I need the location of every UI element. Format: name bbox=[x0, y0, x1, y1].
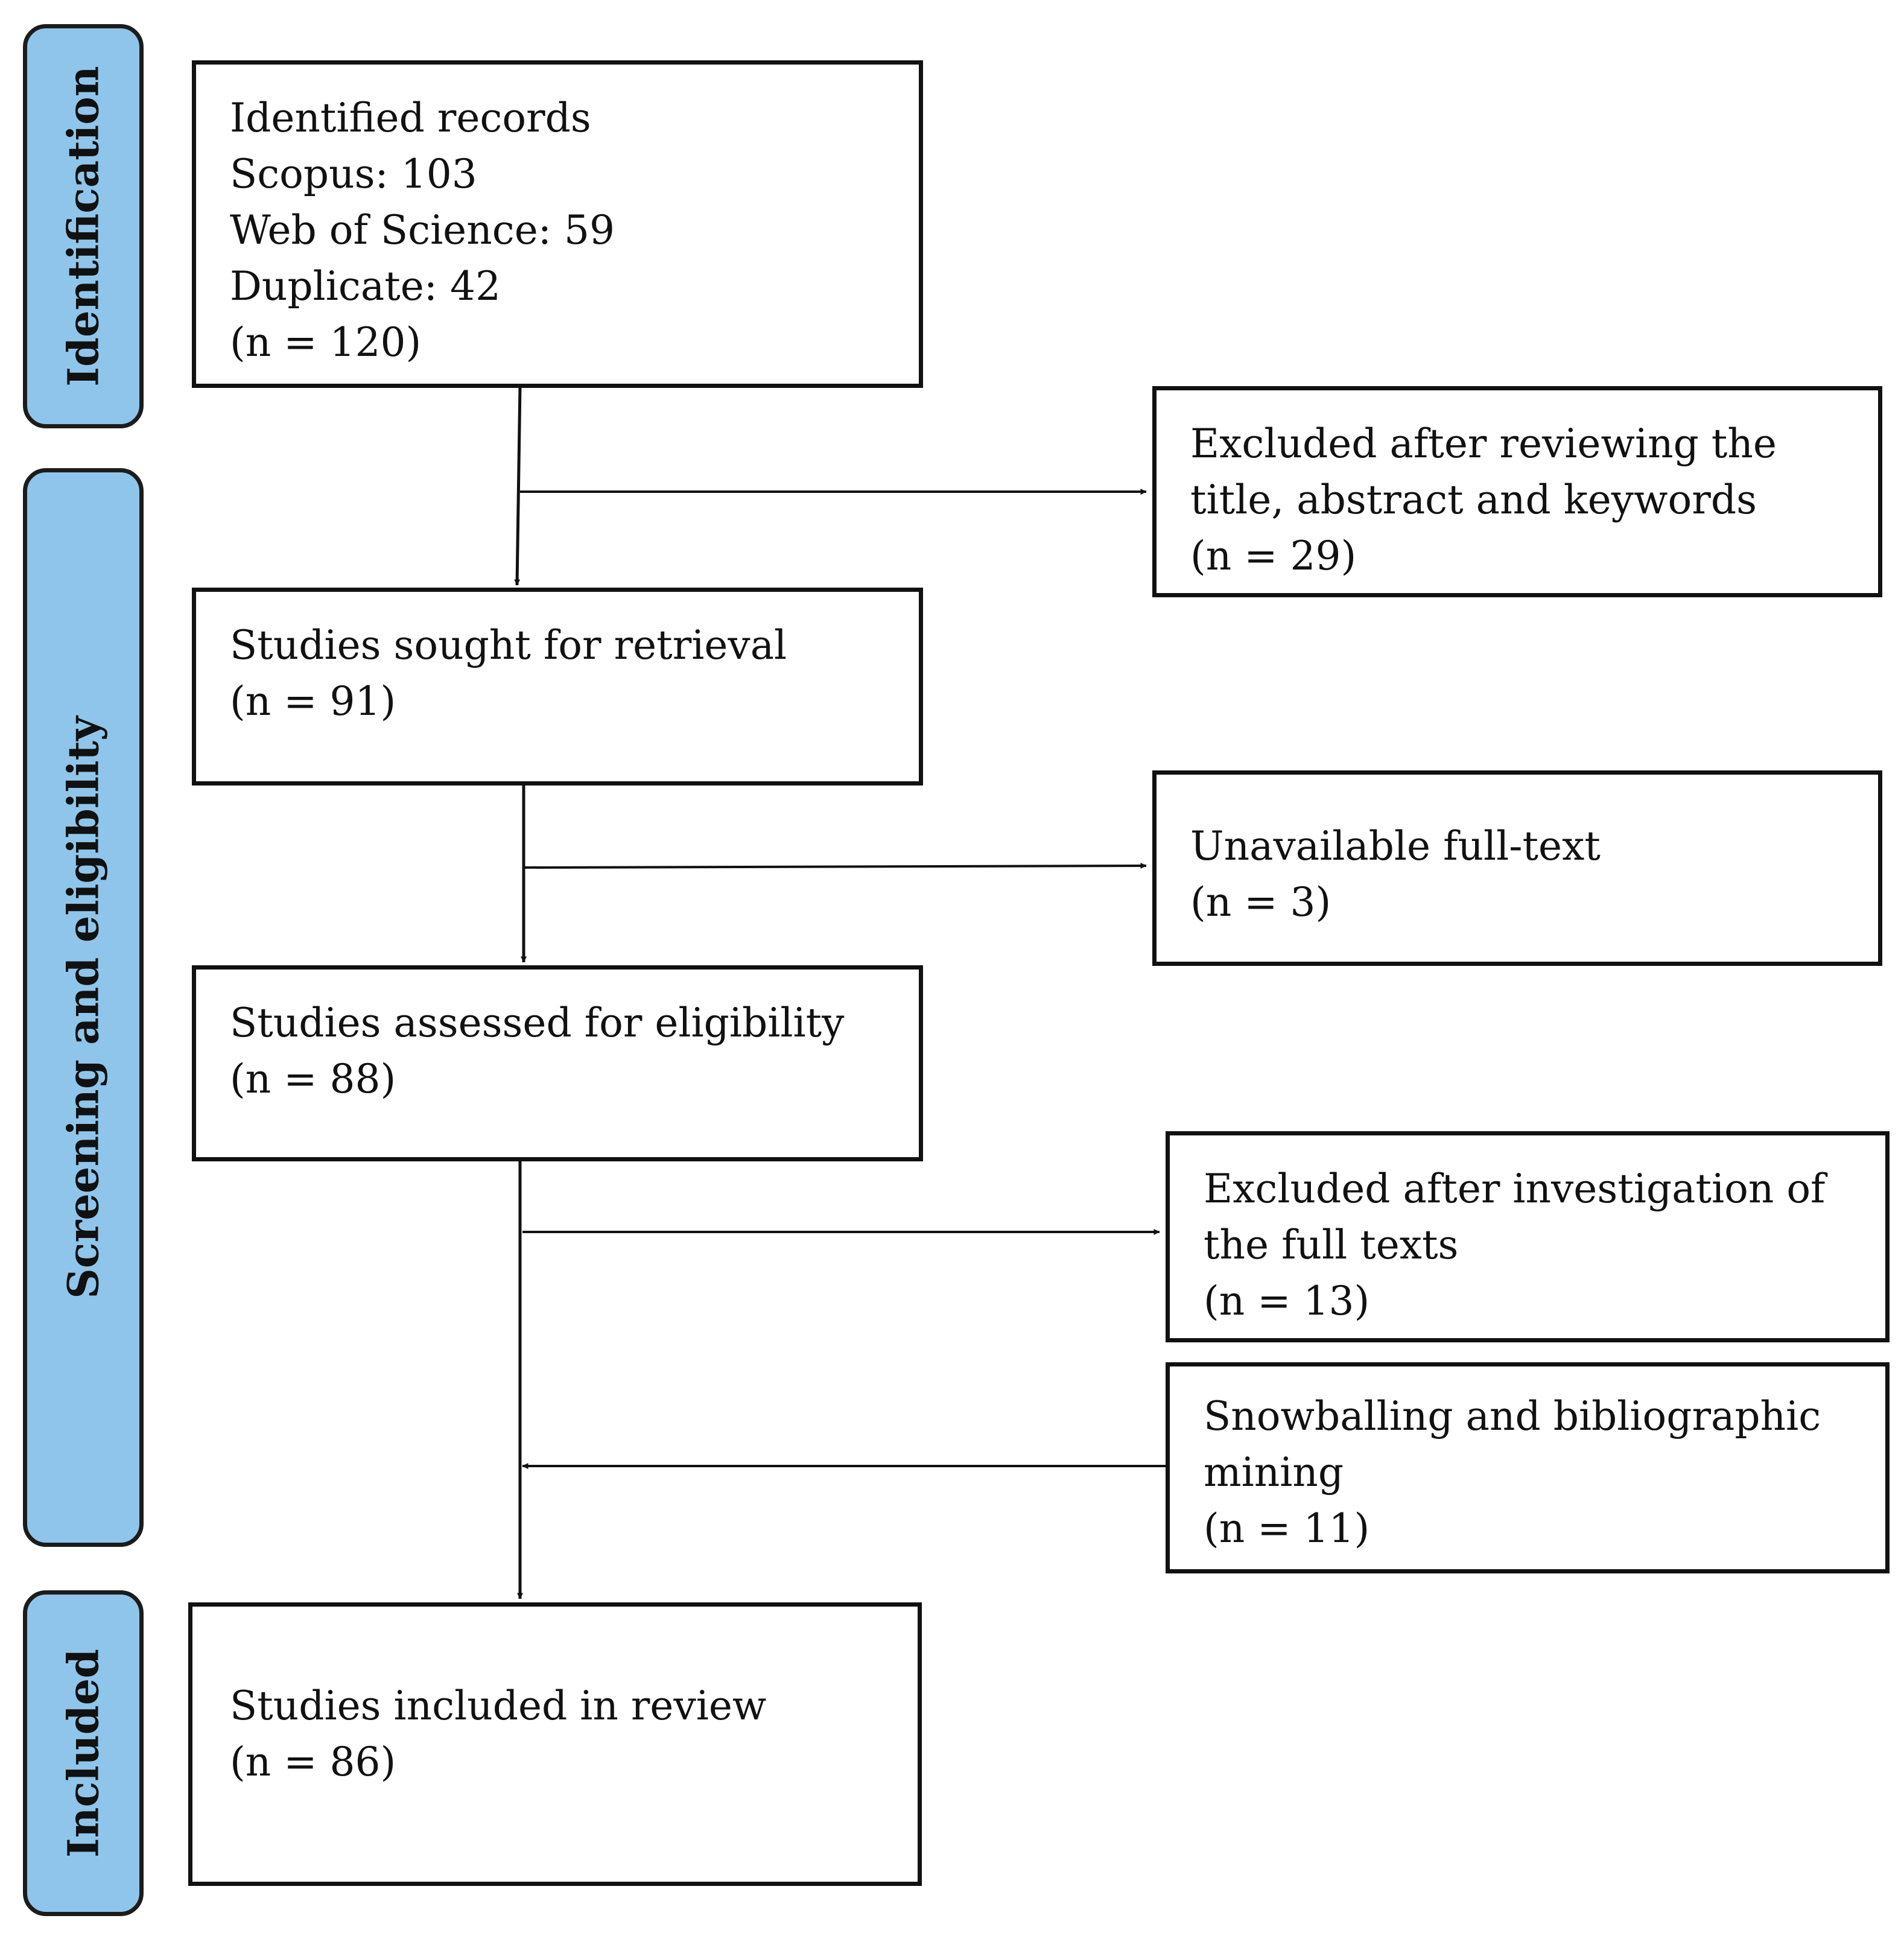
box-excluded-full-texts: Excluded after investigation of the full… bbox=[1166, 1131, 1890, 1342]
box-excluded-title-abstract: Excluded after reviewing the title, abst… bbox=[1152, 386, 1882, 597]
arrow-to-unavailable bbox=[523, 863, 1147, 869]
snowballing-count: (n = 11) bbox=[1204, 1505, 1370, 1552]
identified-duplicate: Duplicate: 42 bbox=[230, 263, 501, 309]
snowballing-line1: Snowballing and bibliographic bbox=[1204, 1393, 1821, 1439]
included-count: (n = 86) bbox=[230, 1739, 396, 1785]
excluded-title-line2: title, abstract and keywords bbox=[1190, 477, 1757, 523]
identified-count: (n = 120) bbox=[230, 319, 422, 366]
phase-identification: Identification bbox=[23, 24, 144, 428]
phase-included: Included bbox=[23, 1590, 144, 1916]
sought-count: (n = 91) bbox=[230, 678, 396, 725]
box-studies-sought: Studies sought for retrieval (n = 91) bbox=[192, 588, 923, 786]
sought-label: Studies sought for retrieval bbox=[230, 622, 787, 668]
box-studies-included: Studies included in review (n = 86) bbox=[188, 1602, 922, 1886]
unavailable-label: Unavailable full-text bbox=[1190, 823, 1601, 869]
unavailable-count: (n = 3) bbox=[1190, 879, 1331, 925]
box-unavailable-full-text: Unavailable full-text (n = 3) bbox=[1152, 770, 1882, 966]
box-snowballing: Snowballing and bibliographic mining (n … bbox=[1166, 1362, 1890, 1573]
box-studies-assessed: Studies assessed for eligibility (n = 88… bbox=[192, 965, 923, 1161]
identified-scopus: Scopus: 103 bbox=[230, 151, 477, 197]
box-identified-records: Identified records Scopus: 103 Web of Sc… bbox=[192, 60, 923, 388]
assessed-label: Studies assessed for eligibility bbox=[230, 1000, 845, 1046]
excluded-full-line1: Excluded after investigation of bbox=[1204, 1166, 1826, 1212]
excluded-title-line1: Excluded after reviewing the bbox=[1190, 421, 1777, 467]
arrow-identified-to-sought bbox=[514, 386, 522, 586]
identified-wos: Web of Science: 59 bbox=[230, 207, 615, 253]
excluded-title-count: (n = 29) bbox=[1190, 533, 1357, 579]
assessed-count: (n = 88) bbox=[230, 1056, 396, 1102]
phase-screening-eligibility: Screening and eligibility bbox=[23, 468, 144, 1547]
excluded-full-line2: the full texts bbox=[1204, 1222, 1459, 1268]
identified-title: Identified records bbox=[230, 95, 591, 141]
included-label: Studies included in review bbox=[230, 1683, 767, 1729]
excluded-full-count: (n = 13) bbox=[1204, 1278, 1370, 1324]
snowballing-line2: mining bbox=[1204, 1449, 1344, 1496]
